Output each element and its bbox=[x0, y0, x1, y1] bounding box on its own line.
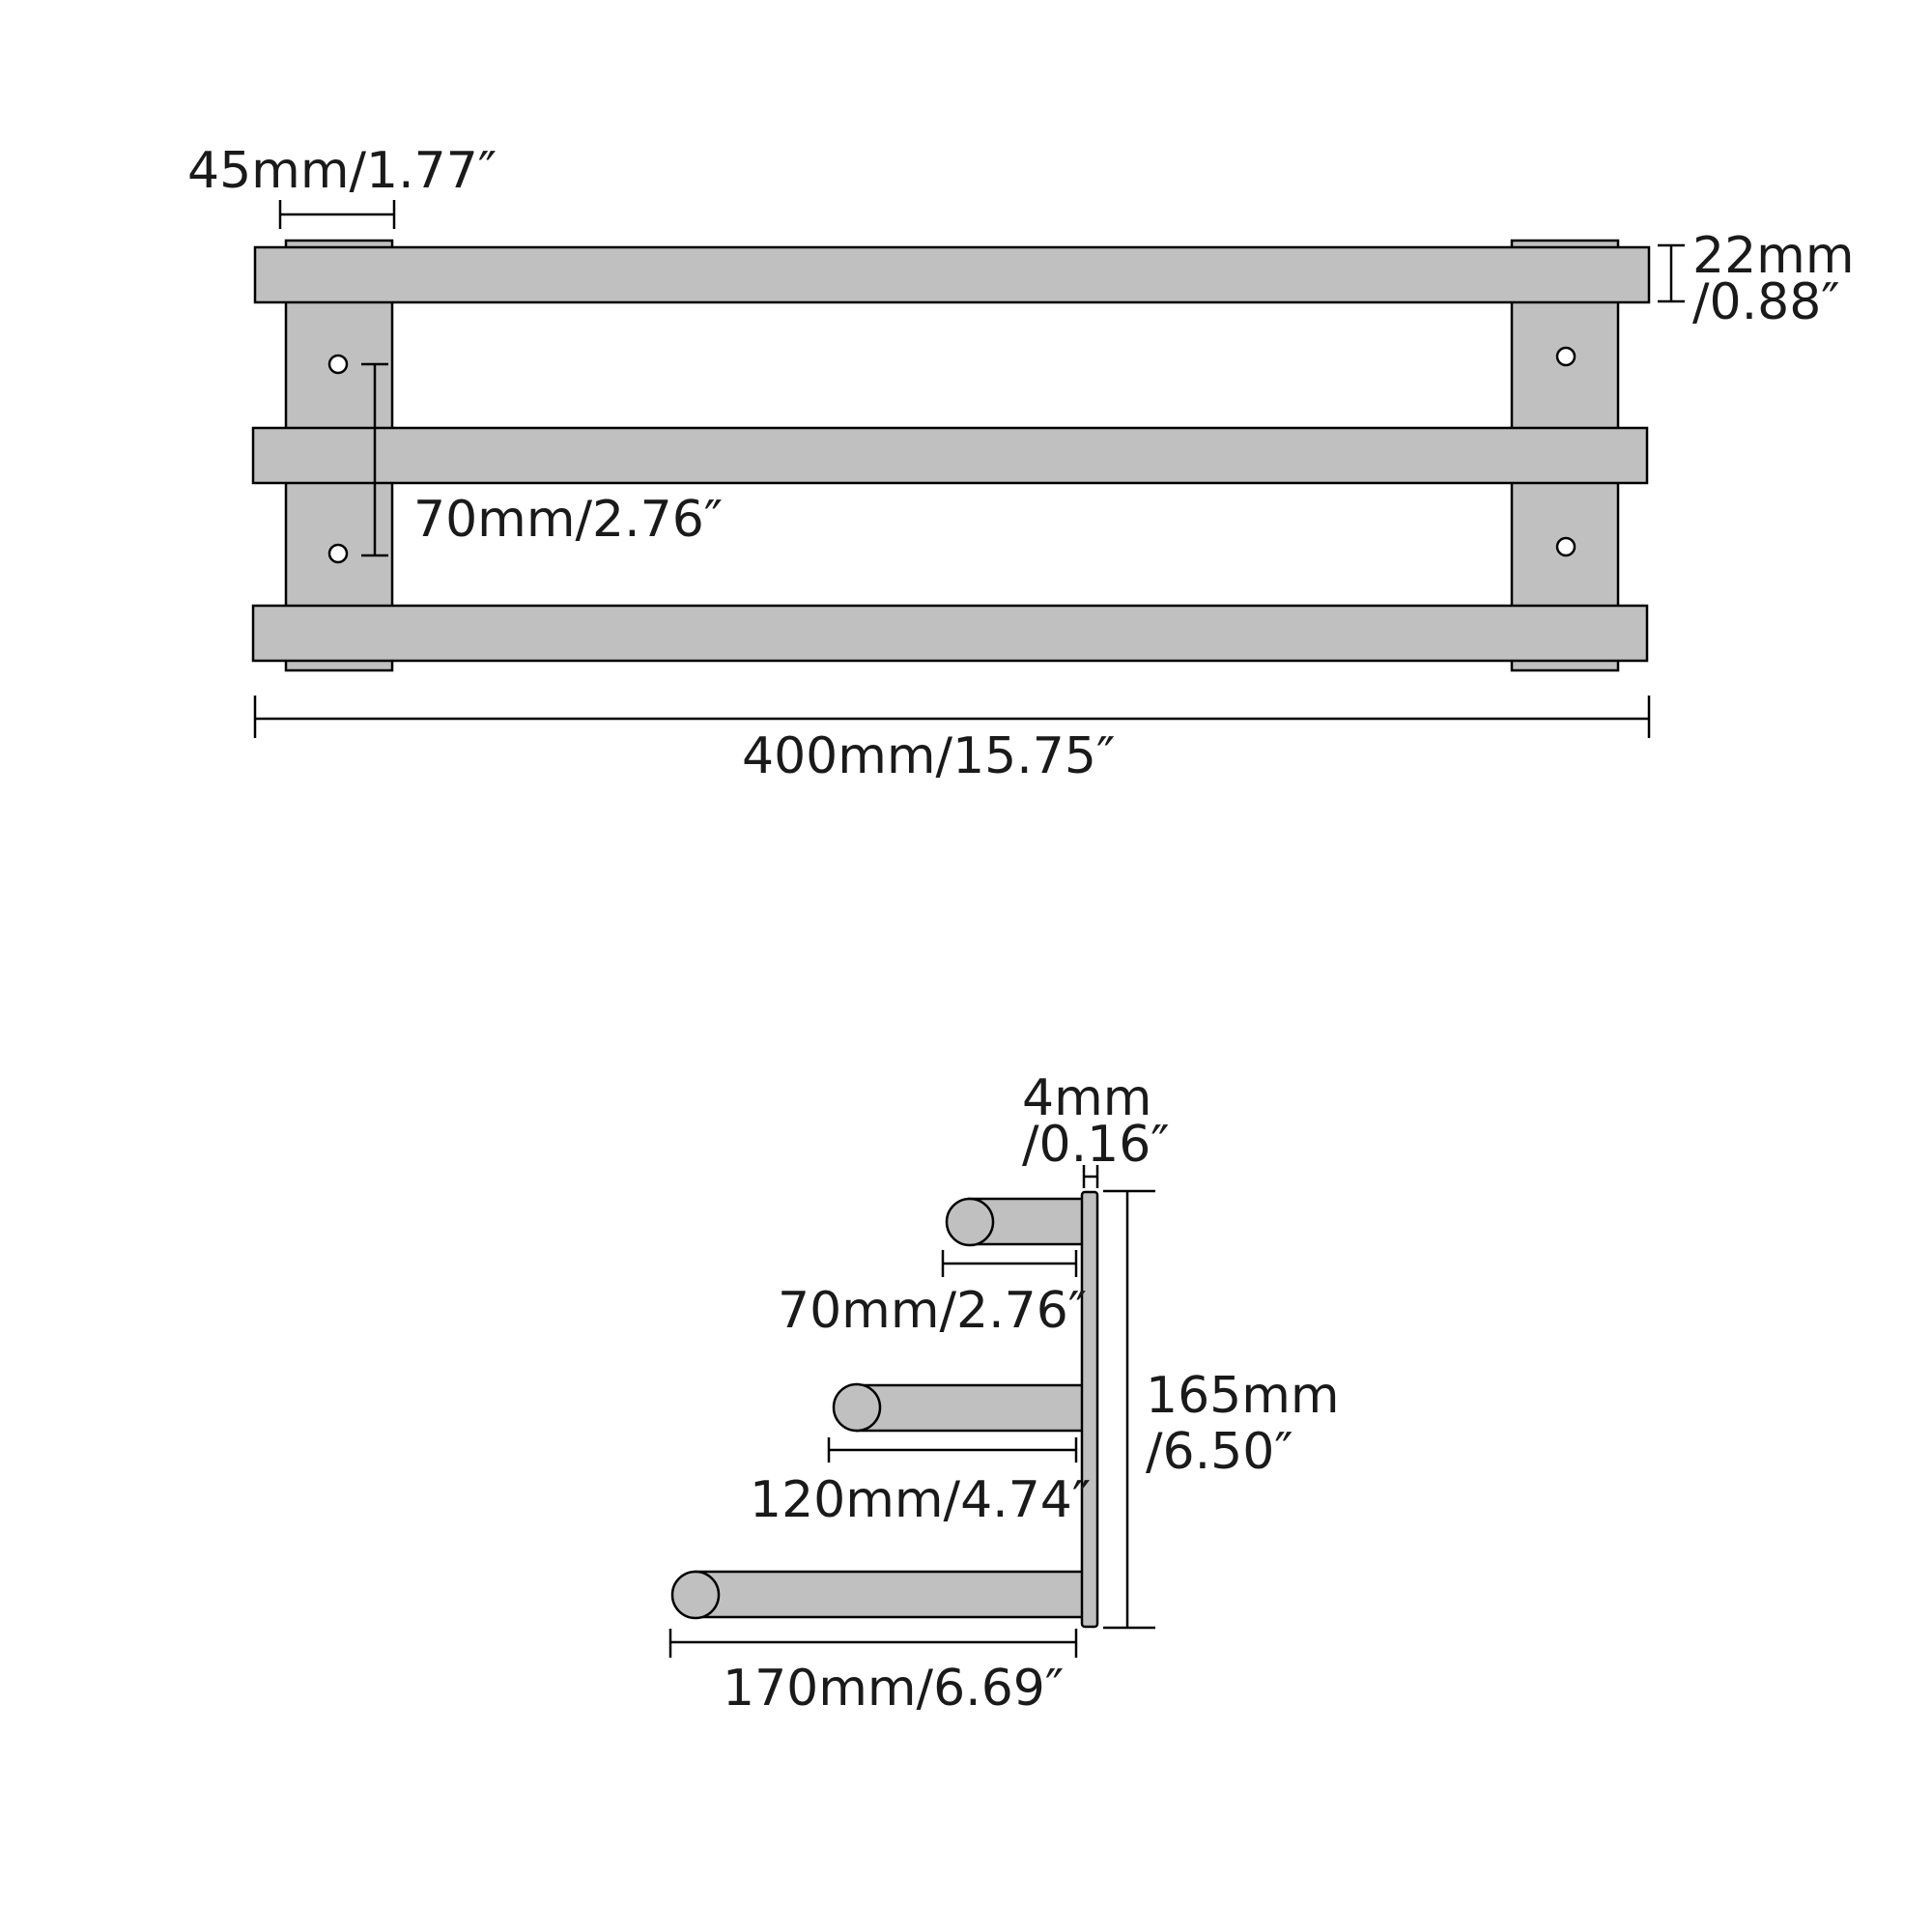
middle-arm-dimension bbox=[827, 1437, 1078, 1463]
back-plate bbox=[1080, 1190, 1099, 1629]
bar-thickness-mm-label: 22mm bbox=[1692, 227, 1854, 285]
bottom-arm bbox=[694, 1570, 1085, 1619]
plate-thickness-dimension bbox=[1082, 1165, 1099, 1188]
middle-arm bbox=[855, 1383, 1085, 1433]
screw-hole-icon bbox=[1555, 536, 1577, 557]
bottom-arm-end bbox=[670, 1570, 721, 1620]
height-in-label: /6.50″ bbox=[1146, 1423, 1293, 1481]
plate-thickness-mm-label: 4mm bbox=[1022, 1069, 1151, 1127]
screw-hole-icon bbox=[327, 354, 349, 375]
plate-thickness-in-label: /0.16″ bbox=[1022, 1116, 1170, 1174]
bar-thickness-dimension bbox=[1658, 243, 1685, 303]
top-arm-dimension bbox=[941, 1250, 1078, 1277]
top-arm-end bbox=[945, 1197, 995, 1247]
total-length-dimension bbox=[253, 696, 1651, 738]
mount-width-dimension bbox=[278, 200, 396, 229]
middle-arm-label: 120mm/4.74″ bbox=[750, 1471, 1091, 1529]
height-dimension bbox=[1103, 1189, 1155, 1630]
bar-thickness-in-label: /0.88″ bbox=[1692, 273, 1840, 331]
mount-width-label: 45mm/1.77″ bbox=[187, 142, 497, 200]
screw-hole-icon bbox=[327, 543, 349, 564]
hole-spacing-label: 70mm/2.76″ bbox=[413, 491, 723, 549]
height-mm-label: 165mm bbox=[1146, 1367, 1340, 1425]
top-bar bbox=[253, 245, 1651, 304]
middle-arm-end bbox=[832, 1382, 882, 1433]
bottom-bar bbox=[251, 604, 1649, 663]
middle-bar bbox=[251, 426, 1649, 485]
bottom-arm-dimension bbox=[668, 1629, 1078, 1658]
side-view: 4mm /0.16″ 165mm /6.50″ 70mm/2.76″ 120mm… bbox=[668, 1069, 1340, 1718]
hole-spacing-dimension bbox=[361, 362, 388, 557]
top-arm-label: 70mm/2.76″ bbox=[778, 1282, 1087, 1340]
bottom-arm-label: 170mm/6.69″ bbox=[723, 1660, 1064, 1718]
screw-hole-icon bbox=[1555, 346, 1577, 367]
total-length-label: 400mm/15.75″ bbox=[742, 727, 1115, 785]
front-view: 45mm/1.77″ 22mm /0.88″ 70mm/2.76″ 400mm/… bbox=[187, 142, 1854, 785]
